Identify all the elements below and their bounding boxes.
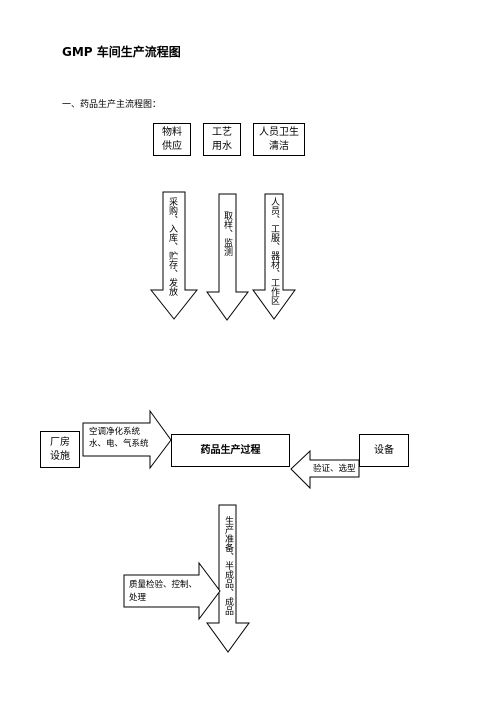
arrow-text-materials: 采购、入库、贮存、发放 [167,197,177,296]
down-arrow-sampling [206,193,249,321]
box-personnel-hygiene: 人员卫生清洁 [253,123,305,156]
down-arrow-personnel [252,193,296,320]
box-label: 工艺 [212,126,232,138]
arrow-text-production: 生产准备、半成品、成品 [223,516,233,615]
arrow-text-utilities: 水、电、气系统 [89,439,149,449]
arrow-text-sampling: 取样、监测 [222,211,232,256]
box-label: 设备 [374,444,394,456]
box-label: 物料 [162,126,182,138]
box-label: 药品生产过程 [200,444,261,456]
arrow-text-hvac: 空调净化系统 [89,427,141,437]
left-arrow-validation [290,449,360,490]
box-label: 清洁 [269,140,289,152]
box-label: 供应 [162,140,182,152]
box-label: 厂房 [50,436,70,448]
box-equipment: 设备 [359,434,409,467]
right-arrow-quality [123,561,221,621]
box-drug-production: 药品生产过程 [171,434,290,467]
arrow-text-quality-1: 质量检验、控制、 [129,580,198,590]
right-arrow-hvac [82,409,172,470]
box-material-supply: 物料供应 [153,123,191,156]
arrow-text-quality-2: 处理 [129,593,147,603]
down-arrow-materials [149,191,199,320]
arrow-text-validation: 验证、选型 [313,464,356,474]
box-facilities: 厂房设施 [40,431,80,468]
box-label: 用水 [212,140,232,152]
box-label: 人员卫生 [259,126,299,138]
down-arrow-production [206,504,250,653]
section-heading: 一、药品生产主流程图： [62,100,162,110]
arrow-text-personnel: 人员、工服、器材、工作区 [269,197,279,305]
box-label: 设施 [50,450,70,462]
page-title: GMP 车间生产流程图 [62,45,181,59]
box-process-water: 工艺用水 [203,123,241,156]
